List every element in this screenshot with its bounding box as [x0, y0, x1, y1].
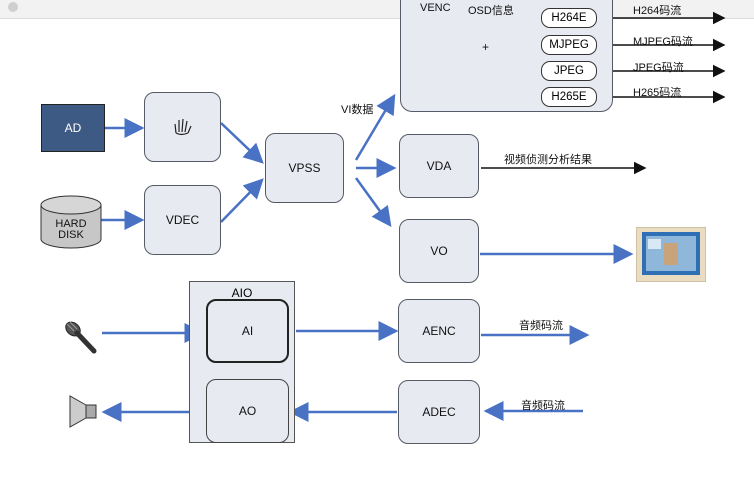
ao-box: AO — [206, 379, 289, 443]
hard-disk-label: HARD DISK — [55, 218, 87, 241]
mjpeg-box: MJPEG — [541, 35, 597, 55]
microphone-icon — [62, 318, 98, 354]
aenc-box: AENC — [398, 299, 480, 363]
ad-box: AD — [41, 104, 105, 152]
h265e-box: H265E — [541, 87, 597, 107]
vi-box — [144, 92, 221, 162]
vpss-label: VPSS — [288, 161, 321, 175]
vo-label: VO — [430, 244, 448, 258]
adec-stream-label: 音频码流 — [521, 400, 565, 412]
scroll-indicator — [8, 2, 18, 12]
hard-disk: HARD DISK — [40, 195, 102, 250]
vda-box: VDA — [399, 134, 479, 198]
vpss-box: VPSS — [265, 133, 344, 203]
aenc-label: AENC — [422, 324, 456, 338]
ai-label: AI — [241, 324, 254, 338]
osd-label: OSD信息 — [468, 5, 514, 17]
vi-data-label: VI数据 — [341, 104, 374, 116]
vda-label: VDA — [426, 159, 452, 173]
vda-result-label: 视频侦测分析结果 — [504, 154, 592, 166]
h265e-label: H265E — [551, 91, 587, 103]
adec-label: ADEC — [422, 405, 456, 419]
jpeg-label: JPEG — [553, 65, 585, 77]
h265-stream-label: H265码流 — [633, 87, 682, 99]
mjpeg-label: MJPEG — [549, 39, 589, 51]
vo-box: VO — [399, 219, 479, 283]
vdec-label: VDEC — [165, 213, 200, 227]
mjpeg-stream-label: MJPEG码流 — [633, 36, 693, 48]
h264e-box: H264E — [541, 8, 597, 28]
ai-box: AI — [206, 299, 289, 363]
speaker-icon — [68, 395, 98, 428]
venc-label: VENC — [420, 2, 451, 14]
ao-label: AO — [238, 404, 257, 418]
aio-label: AIO — [231, 286, 253, 300]
h264-stream-label: H264码流 — [633, 5, 682, 17]
vdec-box: VDEC — [144, 185, 221, 255]
adec-box: ADEC — [398, 380, 480, 444]
monitor-icon — [635, 226, 707, 283]
jpeg-stream-label: JPEG码流 — [633, 62, 684, 74]
hand-icon — [173, 118, 192, 136]
plus-sign: + — [482, 40, 490, 54]
aenc-stream-label: 音频码流 — [519, 320, 563, 332]
ad-label: AD — [64, 121, 82, 135]
h264e-label: H264E — [551, 12, 587, 24]
jpeg-box: JPEG — [541, 61, 597, 81]
